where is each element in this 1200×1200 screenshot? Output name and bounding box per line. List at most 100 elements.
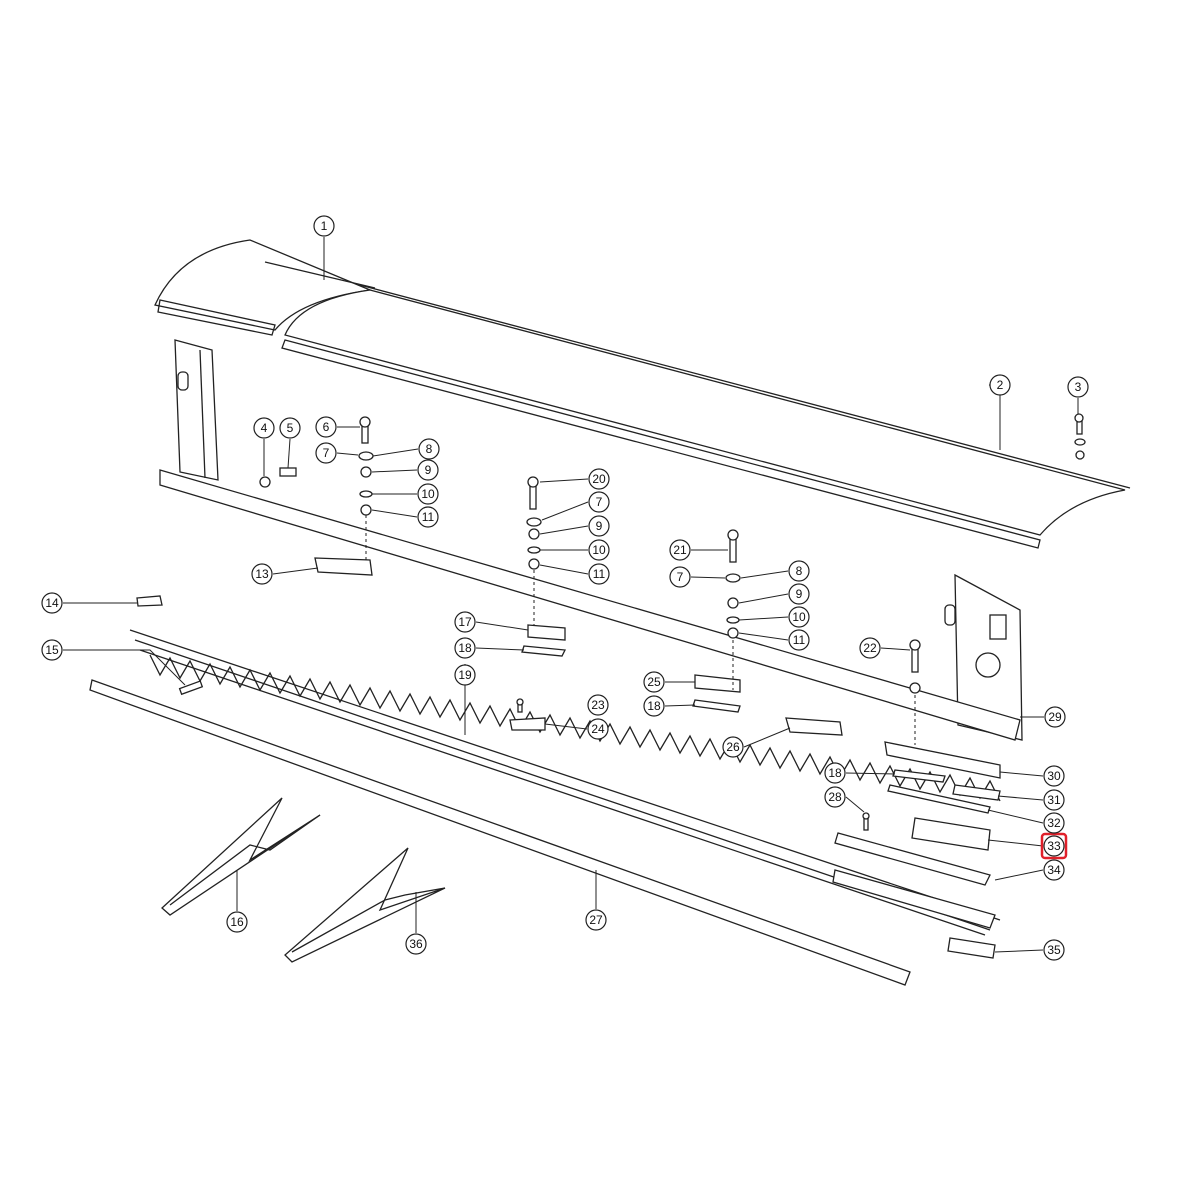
svg-text:29: 29 <box>1048 710 1062 724</box>
svg-text:11: 11 <box>793 633 806 647</box>
svg-text:4: 4 <box>261 421 268 435</box>
svg-text:10: 10 <box>592 543 606 557</box>
svg-text:19: 19 <box>458 668 472 682</box>
callout-7[interactable]: 7 <box>588 491 610 513</box>
callout-33[interactable]: 33 <box>1043 835 1065 857</box>
svg-text:13: 13 <box>255 567 269 581</box>
callout-18[interactable]: 18 <box>824 762 846 784</box>
callout-31[interactable]: 31 <box>1043 789 1065 811</box>
svg-text:9: 9 <box>796 587 803 601</box>
callout-14[interactable]: 14 <box>41 592 63 614</box>
svg-text:23: 23 <box>591 698 605 712</box>
svg-text:30: 30 <box>1047 769 1061 783</box>
svg-text:14: 14 <box>45 596 59 610</box>
svg-text:3: 3 <box>1075 380 1082 394</box>
callout-9[interactable]: 9 <box>417 459 439 481</box>
callout-25[interactable]: 25 <box>643 671 665 693</box>
callout-34[interactable]: 34 <box>1043 859 1065 881</box>
callout-32[interactable]: 32 <box>1043 812 1065 834</box>
callout-20[interactable]: 20 <box>588 468 610 490</box>
callout-16[interactable]: 16 <box>226 911 248 933</box>
callout-18[interactable]: 18 <box>643 695 665 717</box>
small-parts <box>136 557 1001 959</box>
callout-27[interactable]: 27 <box>585 909 607 931</box>
callout-11[interactable]: 11 <box>788 629 810 651</box>
callout-5[interactable]: 5 <box>279 417 301 439</box>
callout-13[interactable]: 13 <box>251 563 273 585</box>
svg-text:36: 36 <box>409 937 423 951</box>
svg-text:9: 9 <box>596 519 603 533</box>
svg-text:11: 11 <box>593 567 606 581</box>
callout-18[interactable]: 18 <box>454 637 476 659</box>
guard-36 <box>284 847 446 963</box>
svg-text:8: 8 <box>796 564 803 578</box>
svg-text:31: 31 <box>1047 793 1061 807</box>
callout-36[interactable]: 36 <box>405 933 427 955</box>
svg-text:10: 10 <box>792 610 806 624</box>
callout-10[interactable]: 10 <box>417 483 439 505</box>
svg-text:15: 15 <box>45 643 59 657</box>
callout-10[interactable]: 10 <box>588 539 610 561</box>
callout-15[interactable]: 15 <box>41 639 63 661</box>
callout-4[interactable]: 4 <box>253 417 275 439</box>
callout-28[interactable]: 28 <box>824 786 846 808</box>
callout-7[interactable]: 7 <box>669 566 691 588</box>
callout-9[interactable]: 9 <box>788 583 810 605</box>
svg-text:27: 27 <box>589 913 603 927</box>
svg-text:25: 25 <box>647 675 661 689</box>
svg-text:26: 26 <box>726 740 740 754</box>
callout-22[interactable]: 22 <box>859 637 881 659</box>
callout-9[interactable]: 9 <box>588 515 610 537</box>
callout-17[interactable]: 17 <box>454 611 476 633</box>
callout-7[interactable]: 7 <box>315 442 337 464</box>
svg-text:1: 1 <box>321 219 328 233</box>
svg-text:17: 17 <box>458 615 472 629</box>
svg-text:2: 2 <box>997 378 1004 392</box>
callout-35[interactable]: 35 <box>1043 939 1065 961</box>
svg-text:5: 5 <box>287 421 294 435</box>
callout-21[interactable]: 21 <box>669 539 691 561</box>
svg-text:35: 35 <box>1047 943 1061 957</box>
svg-text:28: 28 <box>828 790 842 804</box>
callout-1[interactable]: 1 <box>313 215 335 237</box>
leader-lines <box>63 237 1079 953</box>
svg-text:7: 7 <box>677 570 684 584</box>
svg-text:6: 6 <box>323 420 330 434</box>
svg-text:16: 16 <box>230 915 244 929</box>
callout-3[interactable]: 3 <box>1067 376 1089 398</box>
callout-10[interactable]: 10 <box>788 606 810 628</box>
svg-text:21: 21 <box>673 543 687 557</box>
svg-text:18: 18 <box>647 699 661 713</box>
svg-text:9: 9 <box>425 463 432 477</box>
callout-6[interactable]: 6 <box>315 416 337 438</box>
cover-part-1 <box>154 239 376 336</box>
svg-text:7: 7 <box>323 446 330 460</box>
callout-11[interactable]: 11 <box>588 563 610 585</box>
callout-19[interactable]: 19 <box>454 664 476 686</box>
svg-text:20: 20 <box>592 472 606 486</box>
callout-labels: 1 2 3 4 5 6 7 8 9 10 11 20 7 9 10 11 21 … <box>41 215 1089 961</box>
cover-part-2 <box>281 284 1131 549</box>
svg-text:10: 10 <box>421 487 435 501</box>
svg-text:18: 18 <box>828 766 842 780</box>
svg-text:34: 34 <box>1047 863 1061 877</box>
svg-text:18: 18 <box>458 641 472 655</box>
end-plate-right <box>944 573 1023 741</box>
callout-23[interactable]: 23 <box>587 694 609 716</box>
rail-bar <box>89 679 911 986</box>
callout-2[interactable]: 2 <box>989 374 1011 396</box>
svg-text:33: 33 <box>1047 839 1061 853</box>
callout-8[interactable]: 8 <box>418 438 440 460</box>
svg-text:24: 24 <box>591 722 605 736</box>
callout-29[interactable]: 29 <box>1044 706 1066 728</box>
callout-8[interactable]: 8 <box>788 560 810 582</box>
svg-text:11: 11 <box>422 510 435 524</box>
svg-text:32: 32 <box>1047 816 1061 830</box>
svg-text:7: 7 <box>596 495 603 509</box>
svg-text:8: 8 <box>426 442 433 456</box>
callout-11[interactable]: 11 <box>417 506 439 528</box>
callout-30[interactable]: 30 <box>1043 765 1065 787</box>
callout-24[interactable]: 24 <box>587 718 609 740</box>
callout-26[interactable]: 26 <box>722 736 744 758</box>
